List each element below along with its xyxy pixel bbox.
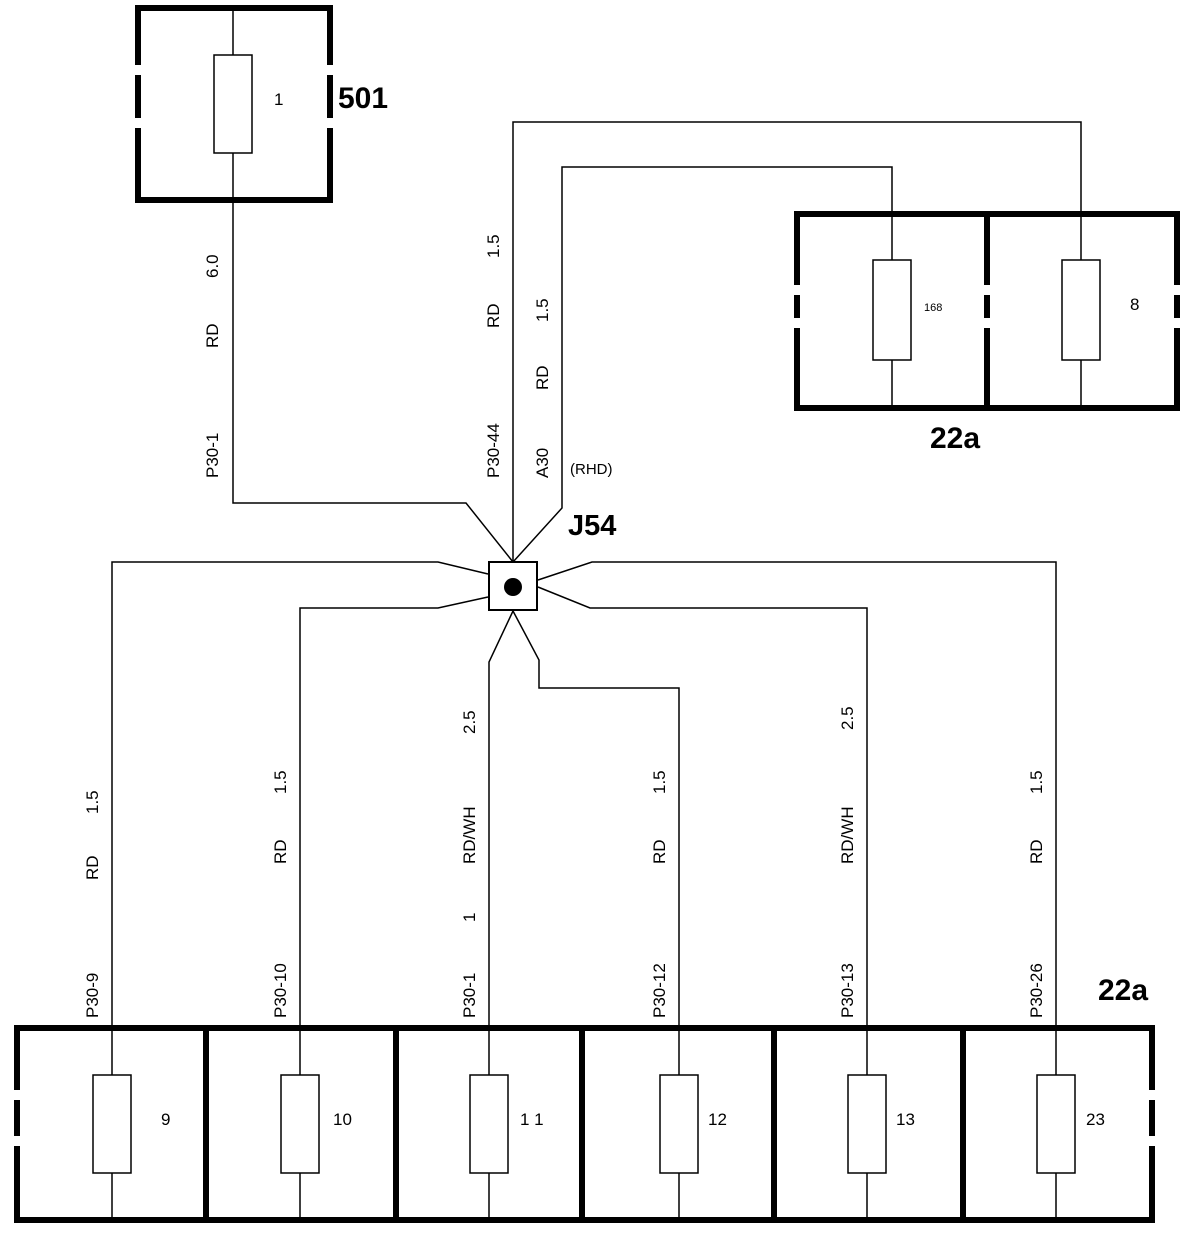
fuse-number: 23 bbox=[1086, 1110, 1105, 1129]
wire-fuse-23 bbox=[537, 561, 1057, 1028]
splice-j54: J54 bbox=[488, 510, 616, 611]
wire-color: RD bbox=[271, 839, 290, 864]
wire-circuit: P30-9 bbox=[83, 973, 102, 1018]
fuse-1 bbox=[213, 54, 253, 154]
wire-circuit: P30-1 bbox=[203, 433, 222, 478]
wire-color: RD/WH bbox=[838, 806, 857, 864]
wire-fuse-11 bbox=[488, 610, 514, 1028]
fuse-168 bbox=[872, 259, 912, 361]
wire-circuit: P30-10 bbox=[271, 963, 290, 1018]
fuse-13 bbox=[847, 1074, 887, 1174]
fuse-11 bbox=[469, 1074, 509, 1174]
fuse-23 bbox=[1036, 1074, 1076, 1174]
wire-size: 1.5 bbox=[533, 298, 552, 322]
wire-fuse-8 bbox=[512, 121, 1082, 562]
fuse-number: 1 bbox=[274, 90, 283, 109]
wire-color: RD bbox=[203, 323, 222, 348]
wire-color: RD bbox=[1027, 839, 1046, 864]
wire-size: 6.0 bbox=[203, 254, 222, 278]
wire-size: 1.5 bbox=[271, 770, 290, 794]
fuse-box-label: 501 bbox=[338, 82, 388, 115]
wires bbox=[111, 121, 1082, 1028]
fuse-10 bbox=[280, 1074, 320, 1174]
wire-circuit: P30-12 bbox=[650, 963, 669, 1018]
fuse-number: 9 bbox=[161, 1110, 170, 1129]
wire-501 bbox=[232, 200, 514, 563]
fuse-box-label: 22a bbox=[1098, 974, 1148, 1007]
wire-circuit: P30-44 bbox=[484, 423, 503, 478]
wire-size: 1.5 bbox=[484, 234, 503, 258]
fuse-number: 12 bbox=[708, 1110, 727, 1129]
fuse-number: 168 bbox=[924, 302, 942, 314]
fuse-box-501: 1 501 bbox=[133, 5, 388, 203]
fuse-box-22a-bottom: 9 10 1 1 12 13 23 22a bbox=[12, 974, 1157, 1223]
splice-dot bbox=[504, 578, 522, 596]
wire-fuse-168 bbox=[512, 166, 893, 563]
wire-size: 1.5 bbox=[650, 770, 669, 794]
wire-labels: P30-1 RD 6.0 P30-44 RD 1.5 A30 RD 1.5 (R… bbox=[83, 234, 1046, 1018]
wire-extra: 1 bbox=[460, 913, 479, 922]
wire-circuit: P30-1 bbox=[460, 973, 479, 1018]
fuse-number: 13 bbox=[896, 1110, 915, 1129]
wire-color: RD bbox=[83, 855, 102, 880]
wire-color: RD/WH bbox=[460, 806, 479, 864]
fuse-12 bbox=[659, 1074, 699, 1174]
fuse-number: 10 bbox=[333, 1110, 352, 1129]
fuse-box-label: 22a bbox=[930, 422, 980, 455]
splice-label: J54 bbox=[568, 510, 616, 542]
wire-color: RD bbox=[533, 365, 552, 390]
wire-circuit: P30-13 bbox=[838, 963, 857, 1018]
wire-fuse-13 bbox=[537, 586, 868, 1028]
wire-note: (RHD) bbox=[570, 461, 613, 478]
wire-circuit: A30 bbox=[533, 448, 552, 478]
fuse-9 bbox=[92, 1074, 132, 1174]
fuse-box-22a-top: 168 8 22a bbox=[792, 211, 1182, 455]
wire-size: 2.5 bbox=[460, 710, 479, 734]
fuse-number: 8 bbox=[1130, 295, 1139, 314]
wire-size: 1.5 bbox=[1027, 770, 1046, 794]
wire-circuit: P30-26 bbox=[1027, 963, 1046, 1018]
wire-color: RD bbox=[650, 839, 669, 864]
wire-fuse-9 bbox=[111, 561, 489, 1028]
wire-fuse-12 bbox=[512, 610, 680, 1028]
fuse-number: 1 1 bbox=[520, 1110, 544, 1129]
wire-color: RD bbox=[484, 303, 503, 328]
wire-fuse-10 bbox=[299, 596, 489, 1028]
wire-size: 1.5 bbox=[83, 790, 102, 814]
fuse-8 bbox=[1061, 259, 1101, 361]
wire-size: 2.5 bbox=[838, 706, 857, 730]
